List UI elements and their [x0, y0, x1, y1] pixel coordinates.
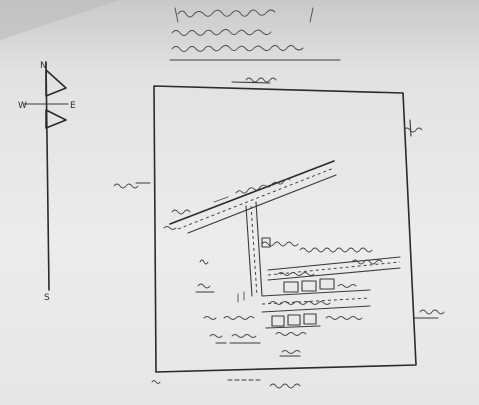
diagonal-road [163, 160, 337, 234]
building-blocks [261, 247, 401, 357]
compass-east-label: E [70, 101, 76, 111]
branch-path [245, 201, 299, 297]
compass-rose: N S W E [18, 61, 76, 303]
left-markings [195, 259, 261, 344]
compass-west-label: W [18, 101, 27, 111]
header-handwriting [169, 7, 341, 61]
north-arrow-icon [45, 69, 67, 97]
pennant-arrow-icon [45, 109, 67, 129]
boundary-rectangle [153, 85, 417, 373]
plot-boundary [113, 77, 445, 389]
photo-shadow [0, 0, 120, 40]
compass-south-label: S [44, 293, 50, 303]
north-south-axis [45, 61, 50, 291]
compass-north-label: N [40, 61, 47, 71]
